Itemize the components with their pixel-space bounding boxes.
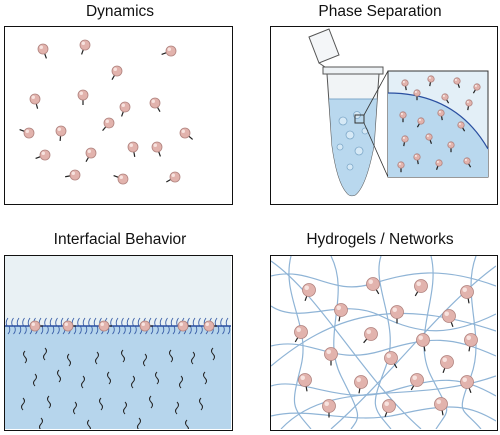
magnifier-inset-icon (387, 70, 489, 178)
panel-phase-separation (270, 26, 498, 205)
nanoparticle-icon (62, 320, 76, 332)
nanoparticle-icon (151, 141, 163, 157)
network-illustration (271, 256, 496, 429)
nanoparticle-icon (441, 93, 450, 104)
nanoparticle-icon (434, 397, 448, 416)
nanoparticle-icon (179, 127, 194, 140)
nanoparticle-icon (453, 77, 461, 88)
nanoparticle-icon (413, 89, 421, 101)
nanoparticle-icon (79, 39, 91, 55)
nanoparticle-icon (460, 285, 474, 304)
nanoparticle-icon (177, 320, 191, 332)
panel-title-hydrogels-networks: Hydrogels / Networks (306, 231, 454, 248)
nanoparticle-icon (298, 373, 312, 392)
nanoparticle-icon (437, 109, 445, 121)
nanoparticle-icon (416, 333, 430, 352)
nanoparticle-icon (77, 89, 89, 105)
nanoparticle-icon (35, 149, 51, 161)
phase-separation-illustration (308, 28, 489, 197)
nanoparticle-icon (399, 111, 407, 123)
nanoparticle-icon (113, 173, 129, 185)
panel-title-phase-separation: Phase Separation (318, 3, 442, 20)
nanoparticle-icon (464, 333, 478, 352)
nanoparticle-icon (294, 325, 308, 343)
nanoparticle-icon (55, 125, 67, 142)
nanoparticle-icon (463, 157, 472, 168)
nanoparticle-icon (85, 147, 97, 162)
panel-hydrogels-networks (270, 255, 498, 431)
nanoparticle-icon (416, 117, 425, 128)
nanoparticle-icon (397, 161, 405, 173)
nanoparticle-icon (457, 121, 466, 132)
dynamics-illustration (19, 39, 194, 185)
nanoparticle-icon (363, 327, 378, 344)
nanoparticle-icon (465, 99, 473, 111)
nanoparticle-icon (65, 169, 81, 181)
nanoparticle-icon (390, 305, 404, 324)
nanoparticle-icon (302, 283, 316, 302)
nanoparticle-icon (442, 309, 456, 328)
nanoparticle-icon (382, 399, 396, 418)
nanoparticle-icon (425, 133, 433, 144)
nanoparticle-icon (401, 79, 409, 91)
nanoparticle-icon (102, 117, 115, 132)
nanoparticle-icon (440, 355, 454, 374)
nanoparticle-icon (29, 93, 41, 109)
nanoparticle-icon (322, 399, 336, 418)
nanoparticle-icon (427, 75, 435, 87)
nanoparticle-icon (161, 45, 177, 57)
nanoparticle-icon (29, 320, 43, 332)
nanoparticle-icon (460, 375, 474, 394)
nanoparticle-icon (324, 347, 338, 366)
panel-dynamics (4, 26, 233, 205)
nanoparticle-icon (37, 43, 49, 59)
nanoparticle-icon (366, 277, 380, 295)
nanoparticle-icon (435, 159, 443, 170)
nanoparticle-icon (119, 101, 131, 117)
nanoparticle-icon (127, 141, 139, 157)
nanoparticle-icon (447, 141, 455, 153)
nanoparticle-icon (149, 97, 161, 112)
nanoparticle-icon (413, 153, 421, 165)
nanoparticle-icon (414, 279, 428, 297)
nanoparticle-icon (111, 65, 123, 80)
nanoparticle-icon (139, 320, 153, 332)
panel-interfacial-behavior (4, 255, 233, 431)
nanoparticle-icon (203, 320, 217, 332)
nanoparticle-icon (98, 320, 112, 332)
nanoparticle-icon (410, 373, 424, 391)
panel-title-dynamics: Dynamics (85, 3, 155, 20)
interfacial-illustration (5, 256, 231, 429)
microcentrifuge-tube-icon (308, 28, 384, 197)
nanoparticle-icon (384, 351, 398, 369)
nanoparticle-icon (334, 303, 348, 322)
panel-title-interfacial-behavior: Interfacial Behavior (53, 231, 187, 248)
nanoparticle-icon (166, 171, 181, 183)
nanoparticle-icon (472, 83, 481, 94)
nanoparticle-icon (19, 127, 35, 139)
nanoparticle-icon (354, 375, 368, 394)
nanoparticle-icon (401, 135, 409, 147)
